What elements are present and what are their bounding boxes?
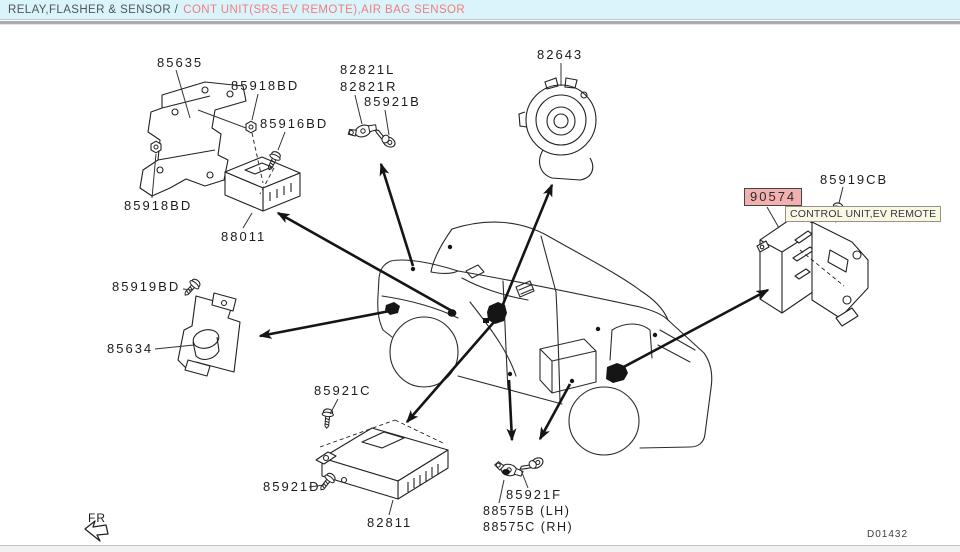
part-label-82821r[interactable]: 82821R bbox=[340, 79, 398, 94]
bottom-panel-edge bbox=[0, 545, 960, 552]
control-unit-88011 bbox=[224, 156, 301, 212]
vehicle-outline bbox=[377, 221, 713, 456]
part-label-85921d[interactable]: 85921D bbox=[263, 479, 321, 494]
part-label-88575b[interactable]: 88575B (LH) bbox=[483, 504, 571, 518]
part-label-85919bd[interactable]: 85919BD bbox=[112, 279, 181, 294]
srs-ecu-82811 bbox=[315, 419, 449, 500]
arrow-to-82643 bbox=[497, 183, 554, 315]
relay-unit-85634 bbox=[177, 292, 241, 377]
highlighted-part-label-90574[interactable]: 90574 bbox=[744, 188, 803, 206]
bolt-icon-85919bd bbox=[180, 276, 203, 300]
ev-remote-control-unit-90574 bbox=[756, 213, 869, 327]
arrow-to-82811 bbox=[406, 321, 495, 424]
header-divider bbox=[0, 19, 960, 20]
front-direction-label: FR bbox=[88, 511, 106, 525]
part-label-85635[interactable]: 85635 bbox=[157, 55, 204, 70]
arrow-to-88575 bbox=[538, 383, 572, 441]
arrow-to-90574 bbox=[617, 288, 770, 372]
header-divider bbox=[0, 20, 960, 21]
arrow-to-85634 bbox=[258, 309, 391, 339]
part-label-85918bd[interactable]: 85918BD bbox=[231, 78, 300, 93]
breadcrumb: RELAY,FLASHER & SENSOR / CONT UNIT(SRS,E… bbox=[0, 0, 960, 19]
bolt-icon-85921c bbox=[320, 407, 335, 430]
bracket-85635 bbox=[139, 81, 247, 197]
arrow-to-88011 bbox=[276, 211, 453, 313]
part-label-85919cb[interactable]: 85919CB bbox=[820, 172, 889, 187]
part-label-82811[interactable]: 82811 bbox=[367, 515, 413, 530]
drawing-code: D01432 bbox=[867, 529, 909, 540]
part-label-85921f[interactable]: 85921F bbox=[506, 487, 563, 502]
header-divider bbox=[0, 21, 960, 24]
nut-icon-85918bd bbox=[245, 120, 257, 134]
part-label-85921c[interactable]: 85921C bbox=[314, 383, 372, 398]
sensor-82821 bbox=[346, 120, 398, 150]
part-label-88011[interactable]: 88011 bbox=[221, 229, 267, 244]
bolt-icon-85916bd bbox=[263, 149, 283, 173]
breadcrumb-section[interactable]: RELAY,FLASHER & SENSOR / bbox=[8, 3, 179, 16]
clock-spring-82643 bbox=[518, 77, 597, 181]
location-arrows bbox=[258, 162, 770, 442]
breadcrumb-current-page: CONT UNIT(SRS,EV REMOTE),AIR BAG SENSOR bbox=[183, 3, 466, 16]
part-label-85916bd[interactable]: 85916BD bbox=[260, 116, 329, 131]
part-label-85634[interactable]: 85634 bbox=[107, 341, 154, 356]
part-label-82643[interactable]: 82643 bbox=[537, 47, 584, 62]
part-label-85921b[interactable]: 85921B bbox=[364, 94, 421, 109]
mounted-sensor-markers bbox=[385, 244, 658, 384]
part-tooltip: CONTROL UNIT,EV REMOTE bbox=[785, 206, 942, 222]
impact-sensors-88575 bbox=[492, 454, 546, 479]
part-label-88575c[interactable]: 88575C (RH) bbox=[483, 520, 574, 534]
leader-lines bbox=[151, 63, 844, 516]
header-divider bbox=[0, 24, 960, 25]
part-label-82821l[interactable]: 82821L bbox=[340, 62, 396, 77]
arrow-to-82821 bbox=[379, 162, 415, 267]
arrow-to-85921f bbox=[506, 379, 517, 442]
part-label-85918bd[interactable]: 85918BD bbox=[124, 198, 193, 213]
nut-icon-85918bd bbox=[150, 140, 162, 154]
